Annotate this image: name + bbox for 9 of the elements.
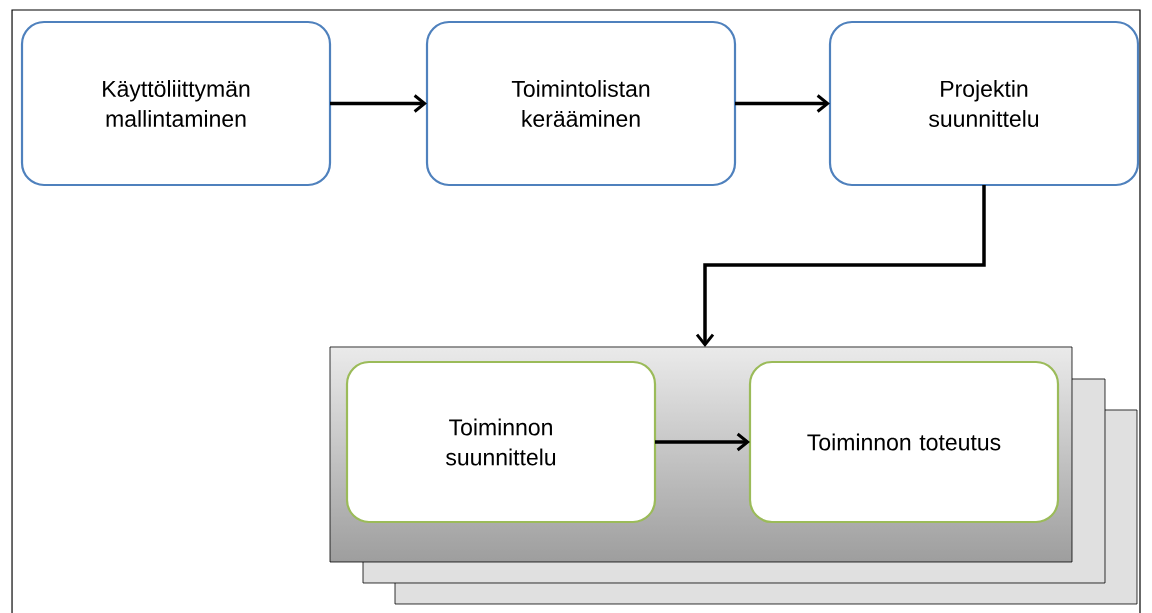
arrow [735,94,830,113]
process-box: Käyttöliittymän mallintaminen [20,20,332,187]
process-box: Projektin suunnittelu [828,20,1140,187]
process-box: Toimintolistan kerääminen [425,20,737,187]
arrow [655,432,750,452]
process-box: Toiminnon suunnittelu [345,360,657,524]
process-box: Toiminnon toteutus [748,360,1060,524]
arrow [330,94,427,113]
arrow [695,185,986,347]
